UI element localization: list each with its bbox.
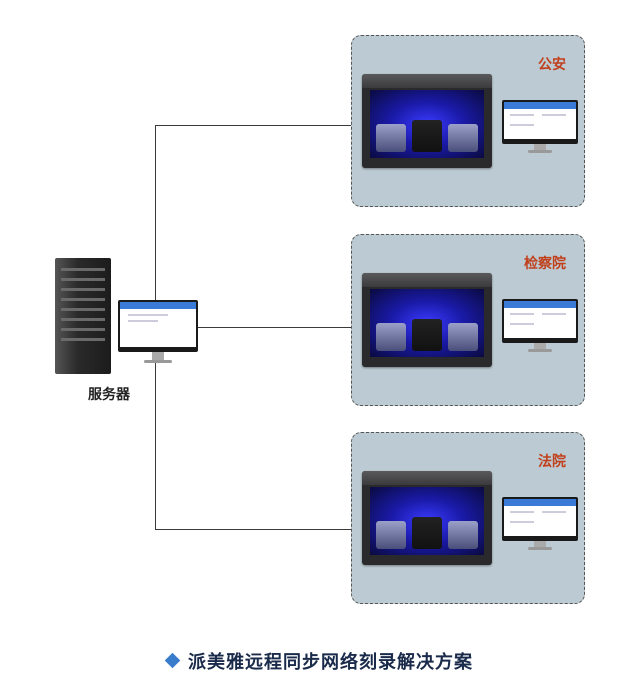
server-tower-icon <box>55 258 111 374</box>
diamond-icon <box>164 652 181 669</box>
monitor-icon <box>502 299 578 352</box>
branch-panel-court: 法院 <box>351 432 585 604</box>
connector-to-branch-2 <box>198 327 351 328</box>
workstation-monitor-icon <box>118 300 198 366</box>
monitor-icon <box>502 497 578 550</box>
disc-publisher-icon <box>362 471 492 565</box>
disc-publisher-icon <box>362 74 492 168</box>
server-label: 服务器 <box>88 387 130 403</box>
connector-to-branch-3 <box>155 529 351 530</box>
disc-publisher-icon <box>362 273 492 367</box>
monitor-icon <box>502 100 578 153</box>
branch-panel-procuratorate: 检察院 <box>351 234 585 406</box>
diagram-title-text: 派美雅远程同步网络刻录解决方案 <box>188 652 473 673</box>
branch-label: 检察院 <box>524 256 566 272</box>
branch-label: 法院 <box>538 454 566 470</box>
branch-panel-police: 公安 <box>351 35 585 207</box>
diagram-title: 派美雅远程同步网络刻录解决方案 <box>0 648 640 674</box>
branch-label: 公安 <box>538 57 566 73</box>
connector-to-branch-1 <box>155 125 351 126</box>
